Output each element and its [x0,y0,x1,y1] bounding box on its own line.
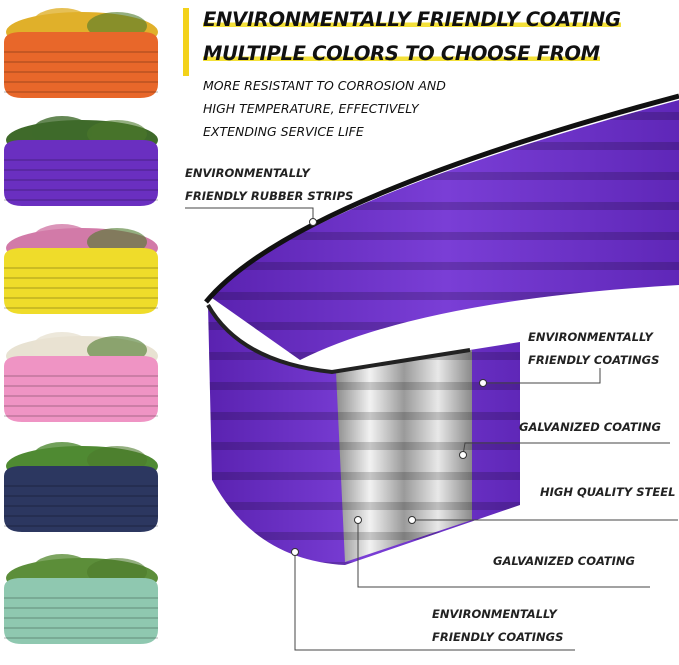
color-option-pink[interactable] [2,326,160,430]
color-option-sage[interactable] [2,548,160,652]
planter-body [4,248,158,314]
callout-text: ENVIRONMENTALLY [185,166,310,180]
color-option-yellow[interactable] [2,218,160,322]
description-line-3: EXTENDING SERVICE LIFE [203,124,364,139]
callout-text: ENVIRONMENTALLY [528,330,653,344]
callout-text: ENVIRONMENTALLY [432,607,557,621]
callout-rubber-strips: ENVIRONMENTALLY FRIENDLY RUBBER STRIPS [185,162,353,208]
callout-dots [291,218,487,556]
color-option-navy[interactable] [2,436,160,540]
color-option-orange[interactable] [2,2,160,106]
callout-coatings-bottom: ENVIRONMENTALLY FRIENDLY COATINGS [432,603,563,649]
planter-body [4,466,158,532]
description-line-2: HIGH TEMPERATURE, EFFECTIVELY [203,101,419,116]
callout-coatings-top: ENVIRONMENTALLY FRIENDLY COATINGS [528,326,659,372]
callout-text: FRIENDLY RUBBER STRIPS [185,189,354,203]
leader-lines [185,207,678,651]
planter-body [4,578,158,644]
planter-body [4,356,158,422]
planter-body [4,140,158,206]
callout-galvanized-top: GALVANIZED COATING [519,420,661,434]
description-line-1: MORE RESISTANT TO CORROSION AND [203,78,446,93]
callout-galvanized-bottom: GALVANIZED COATING [493,554,635,568]
planter-body [4,32,158,98]
color-option-purple[interactable] [2,110,160,214]
rubber-strip [204,93,679,304]
callout-steel: HIGH QUALITY STEEL [540,485,676,499]
callout-text: FRIENDLY COATINGS [432,630,564,644]
headline-2: MULTIPLE COLORS TO CHOOSE FROM [203,42,600,65]
headline-1: ENVIRONMENTALLY FRIENDLY COATING [203,8,621,31]
callout-text: FRIENDLY COATINGS [528,353,660,367]
accent-bar [183,8,189,76]
